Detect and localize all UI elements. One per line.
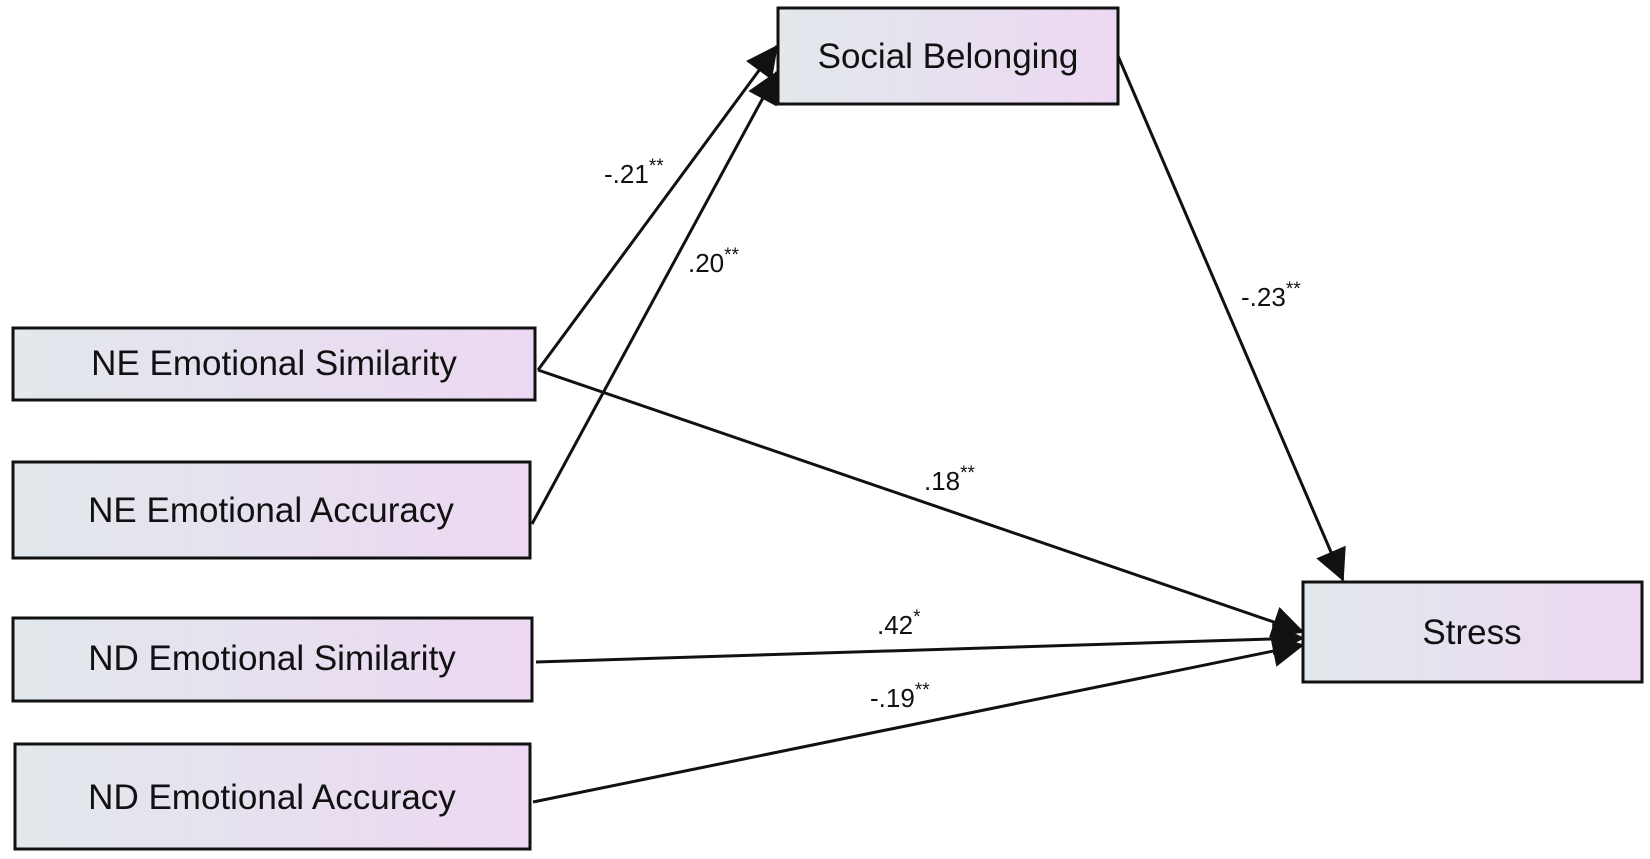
node-ne-emotional-accuracy: NE Emotional Accuracy bbox=[11, 460, 532, 560]
coef-ne-similarity-to-social-belonging: -.21** bbox=[604, 156, 664, 189]
node-nd-emotional-similarity-label: ND Emotional Similarity bbox=[88, 639, 456, 678]
node-social-belonging-label: Social Belonging bbox=[818, 37, 1079, 76]
node-ne-emotional-accuracy-label: NE Emotional Accuracy bbox=[88, 491, 454, 530]
coef-social-belonging-to-stress: -.23** bbox=[1241, 279, 1301, 312]
node-nd-emotional-accuracy: ND Emotional Accuracy bbox=[13, 742, 532, 851]
path-ne-similarity-to-social-belonging bbox=[536, 44, 779, 371]
coef-nd-accuracy-to-stress: -.19** bbox=[870, 680, 930, 713]
node-nd-emotional-accuracy-label: ND Emotional Accuracy bbox=[88, 778, 456, 817]
path-ne-similarity-to-stress bbox=[537, 368, 1305, 638]
path-nd-accuracy-to-stress bbox=[532, 635, 1305, 804]
coef-ne-accuracy-to-social-belonging: .20** bbox=[688, 245, 740, 278]
path-social-belonging-to-stress bbox=[1116, 55, 1346, 582]
coef-ne-similarity-to-stress: .18** bbox=[924, 463, 976, 496]
node-stress-label: Stress bbox=[1422, 613, 1521, 652]
coef-nd-similarity-to-stress: .42* bbox=[877, 607, 921, 640]
node-nd-emotional-similarity: ND Emotional Similarity bbox=[11, 616, 534, 703]
path-nd-similarity-to-stress bbox=[535, 622, 1305, 664]
node-ne-emotional-similarity-label: NE Emotional Similarity bbox=[91, 344, 457, 383]
node-ne-emotional-similarity: NE Emotional Similarity bbox=[11, 326, 537, 402]
node-social-belonging: Social Belonging bbox=[776, 6, 1120, 106]
path-ne-accuracy-to-social-belonging bbox=[530, 70, 779, 525]
node-stress: Stress bbox=[1301, 580, 1644, 684]
